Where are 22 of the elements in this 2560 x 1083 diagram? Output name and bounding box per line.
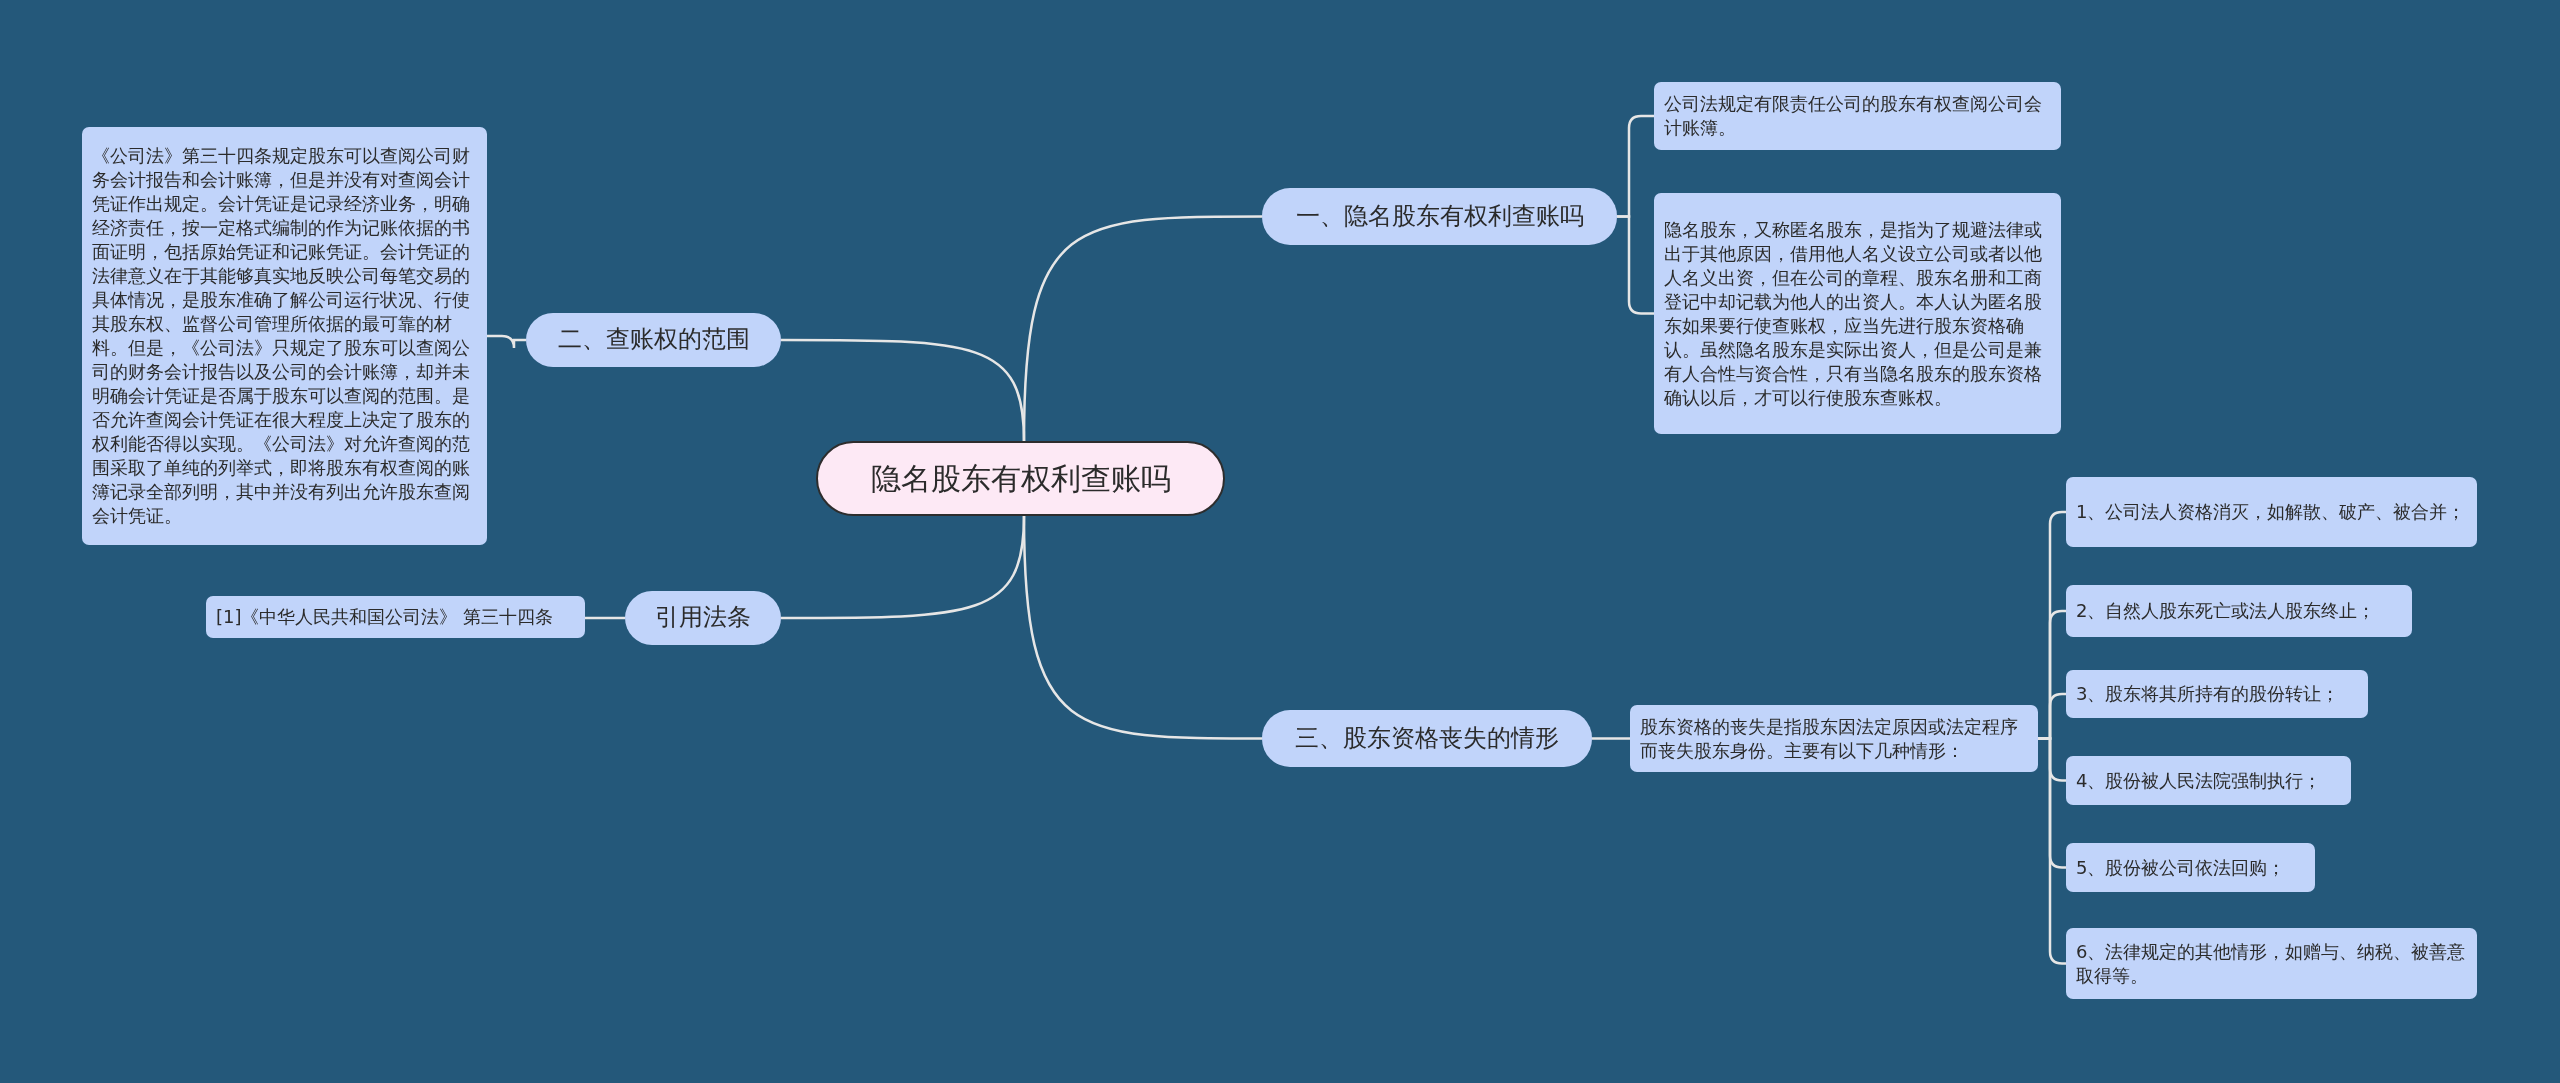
connector-line — [781, 338, 1026, 442]
text-card: 公司法规定有限责任公司的股东有权查阅公司会计账簿。 — [1654, 82, 2061, 150]
text-card: [1]《中华人民共和国公司法》 第三十四条 — [206, 596, 585, 638]
text-card: 6、法律规定的其他情形，如赠与、纳税、被善意取得等。 — [2066, 928, 2477, 999]
connector-line — [1617, 215, 1654, 315]
connector-line — [1592, 737, 1630, 740]
branch-topic: 引用法条 — [625, 591, 781, 645]
text-card: 3、股东将其所持有的股份转让； — [2066, 670, 2368, 718]
branch-topic: 二、查账权的范围 — [526, 313, 781, 367]
central-topic: 隐名股东有权利查账吗 — [816, 441, 1225, 516]
text-card: 隐名股东，又称匿名股东，是指为了规避法律或出于其他原因，借用他人名义设立公司或者以他人名义出资，但在公司的章程、股东名册和工商登记中却记载为他人的出资人。本人认为匿名股东如果要行使查账权，应当先进行股东资格确认。虽然隐名股东是实际出资人，但是公司是兼有人合性与资合性，只有当隐名股东的股东资格确认以后，才可以行使股东查账权。 — [1654, 193, 2061, 434]
text-card: 股东资格的丧失是指股东因法定原因或法定程序而丧失股东身份。主要有以下几种情形： — [1630, 705, 2038, 772]
text-card: 1、公司法人资格消灭，如解散、破产、被合并； — [2066, 477, 2477, 547]
text-card: 2、自然人股东死亡或法人股东终止； — [2066, 585, 2412, 637]
text-card: 4、股份被人民法院强制执行； — [2066, 756, 2351, 805]
connector-line — [487, 334, 526, 350]
branch-topic: 三、股东资格丧失的情形 — [1262, 710, 1592, 767]
text-card: 《公司法》第三十四条规定股东可以查阅公司财务会计报告和会计账簿，但是并没有对查阅会计凭证作出规定。会计凭证是记录经济业务，明确经济责任，按一定格式编制的作为记账依据的书面证明，包括原始凭证和记账凭证。会计凭证的法律意义在于其能够真实地反映公司每笔交易的具体情况，是股东准确了解公司运行状况、行使其股东权、监督公司管理所依据的最可靠的材料。但是，《公司法》只规定了股东可以查阅公司的财务会计报告以及公司的会计账簿，却并未明确会计凭证是否属于股东可以查阅的范围。是否允许查阅会计凭证在很大程度上决定了股东的权利能否得以实现。《公司法》对允许查阅的范围采取了单纯的列举式，即将股东有权查阅的账簿记录全部列明，其中并没有列出允许股东查阅会计凭证。 — [82, 127, 487, 545]
connector-line — [1022, 515, 1262, 740]
connector-line — [585, 616, 625, 620]
branch-topic: 一、隐名股东有权利查账吗 — [1262, 188, 1617, 245]
text-card: 5、股份被公司依法回购； — [2066, 843, 2315, 892]
